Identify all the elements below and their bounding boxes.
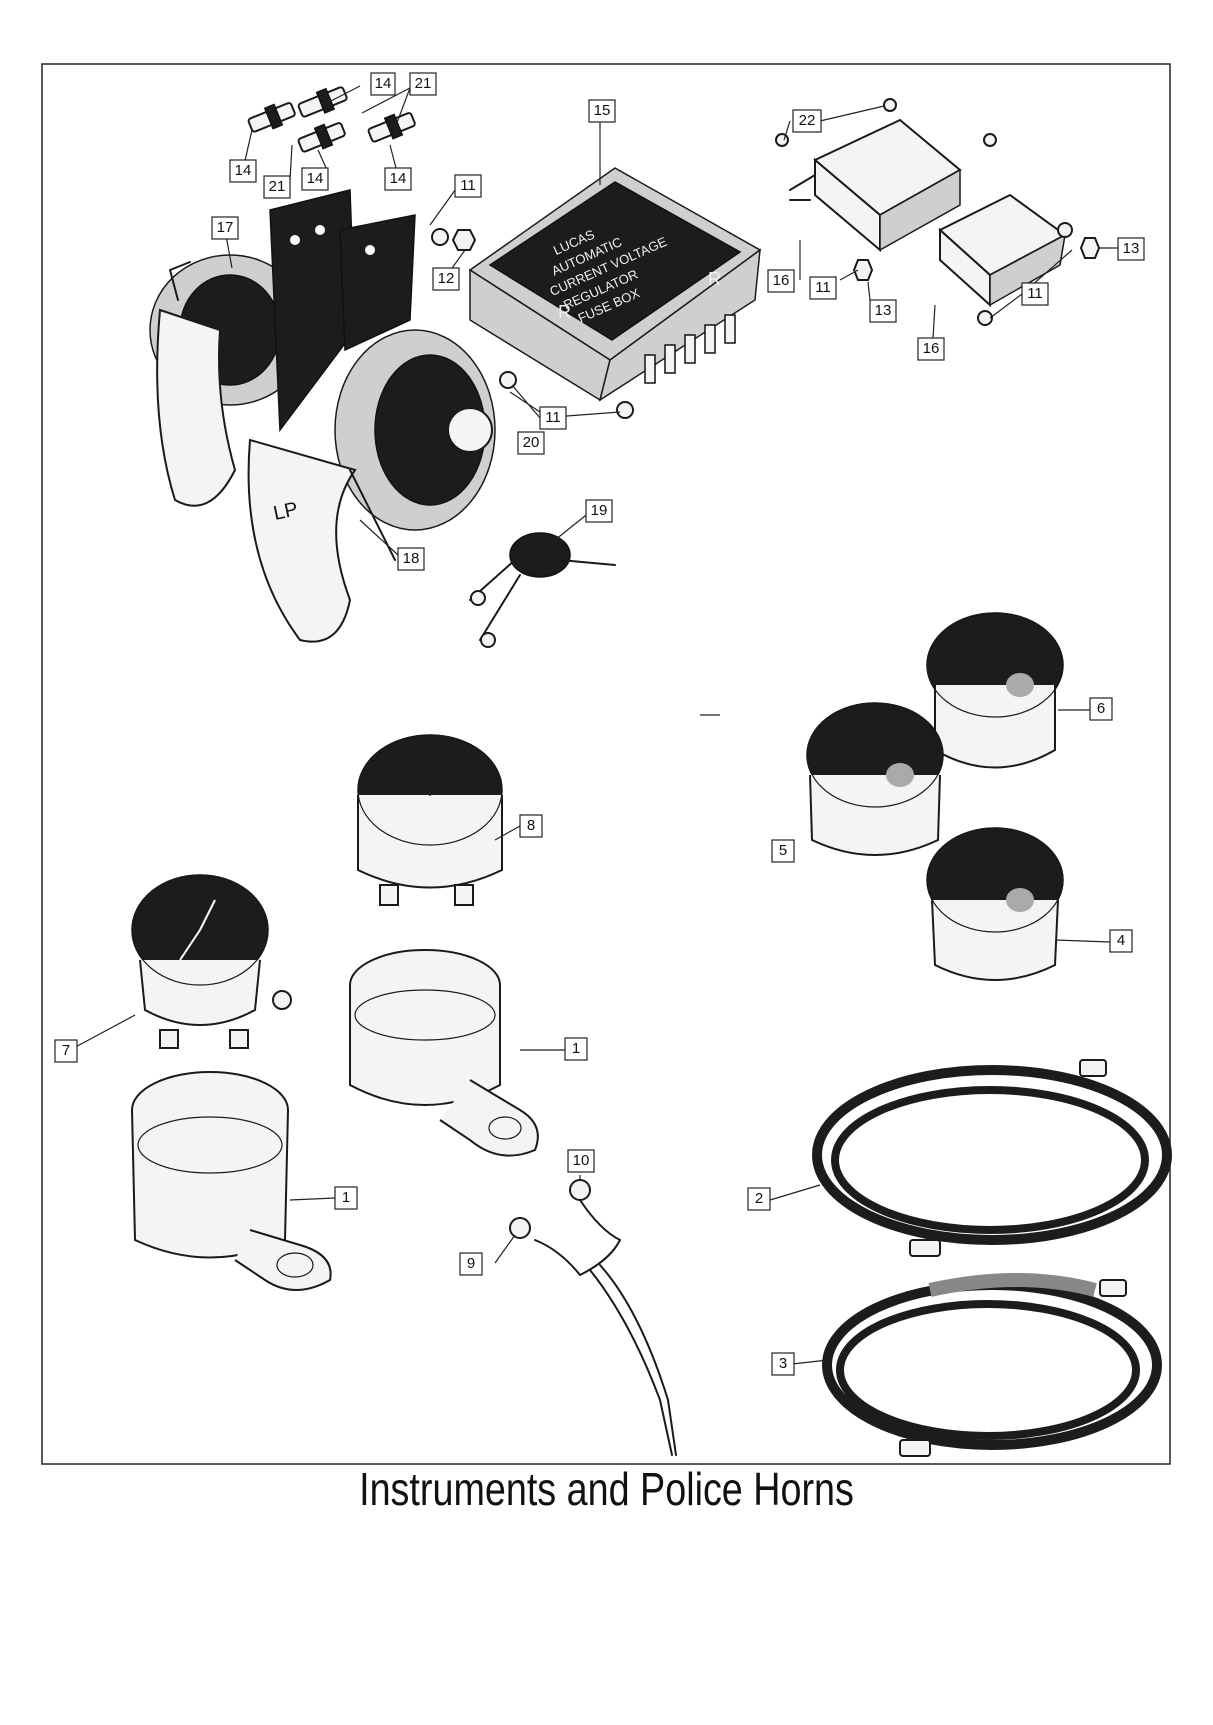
horn-nuts bbox=[431, 228, 477, 251]
svg-text:2: 2 bbox=[755, 1190, 763, 1207]
drive-cable-2 bbox=[812, 1059, 1172, 1257]
callout-5: 5 bbox=[771, 839, 795, 863]
control-box-mark-left: R bbox=[558, 302, 571, 322]
svg-text:11: 11 bbox=[545, 409, 561, 426]
svg-text:14: 14 bbox=[375, 75, 392, 92]
svg-text:14: 14 bbox=[307, 170, 324, 187]
callout-2: 2 bbox=[747, 1187, 771, 1211]
callout-11a: 11 bbox=[454, 174, 482, 198]
callout-16a: 16 bbox=[767, 269, 795, 293]
gauge-5 bbox=[806, 702, 944, 856]
svg-text:3: 3 bbox=[779, 1355, 787, 1372]
terminal-studs bbox=[247, 86, 416, 153]
svg-text:12: 12 bbox=[438, 270, 455, 287]
panel-lamps bbox=[509, 1179, 677, 1456]
relay-16-upper bbox=[789, 118, 962, 253]
callout-14c: 14 bbox=[301, 167, 329, 191]
diagram-frame bbox=[41, 63, 1171, 1465]
mounting-cup-upper bbox=[349, 949, 539, 1157]
svg-text:16: 16 bbox=[773, 272, 790, 289]
callout-7: 7 bbox=[54, 1039, 78, 1063]
callout-14a: 14 bbox=[370, 72, 396, 96]
svg-text:13: 13 bbox=[875, 302, 892, 319]
callout-13a: 13 bbox=[869, 299, 897, 323]
svg-text:6: 6 bbox=[1097, 700, 1105, 717]
callout-6: 6 bbox=[1089, 697, 1113, 721]
callout-8: 8 bbox=[519, 814, 543, 838]
callout-16b: 16 bbox=[917, 337, 945, 361]
callout-11b: 11 bbox=[539, 406, 567, 430]
svg-text:19: 19 bbox=[591, 502, 608, 519]
control-box-mark-right: R bbox=[708, 269, 721, 289]
control-box-15: LUCAS AUTOMATIC CURRENT VOLTAGE REGULATO… bbox=[468, 167, 762, 402]
svg-text:5: 5 bbox=[779, 842, 787, 859]
callout-21b: 21 bbox=[263, 175, 291, 199]
svg-text:9: 9 bbox=[467, 1255, 475, 1272]
svg-text:11: 11 bbox=[815, 279, 831, 296]
callout-15: 15 bbox=[588, 99, 616, 123]
svg-text:7: 7 bbox=[62, 1042, 70, 1059]
svg-text:20: 20 bbox=[523, 434, 540, 451]
svg-text:14: 14 bbox=[390, 170, 407, 187]
svg-text:15: 15 bbox=[594, 102, 611, 119]
svg-text:21: 21 bbox=[415, 75, 432, 92]
svg-text:22: 22 bbox=[799, 112, 816, 129]
svg-text:18: 18 bbox=[403, 550, 420, 567]
callout-3: 3 bbox=[771, 1352, 795, 1376]
drive-cable-3 bbox=[822, 1273, 1162, 1457]
callout-21a: 21 bbox=[409, 72, 437, 96]
callout-18: 18 bbox=[397, 547, 425, 571]
svg-text:8: 8 bbox=[527, 817, 535, 834]
callout-22: 22 bbox=[792, 109, 822, 133]
horn-assembly-17 bbox=[149, 254, 311, 507]
svg-text:10: 10 bbox=[573, 1152, 590, 1169]
relay-16-lower bbox=[938, 193, 1067, 308]
svg-text:21: 21 bbox=[269, 178, 286, 195]
callout-14b: 14 bbox=[229, 159, 257, 183]
callout-1b: 1 bbox=[334, 1186, 358, 1210]
svg-text:17: 17 bbox=[217, 219, 234, 236]
callout-9: 9 bbox=[459, 1252, 483, 1276]
horn-bracket-plates bbox=[269, 189, 416, 433]
callout-1a: 1 bbox=[564, 1037, 588, 1061]
svg-text:1: 1 bbox=[572, 1040, 580, 1057]
svg-text:14: 14 bbox=[235, 162, 252, 179]
gauge-4 bbox=[926, 827, 1064, 981]
gauge-8 bbox=[357, 734, 503, 906]
svg-text:1: 1 bbox=[342, 1189, 350, 1206]
switch-19 bbox=[469, 532, 616, 648]
callout-19: 19 bbox=[585, 499, 613, 523]
svg-text:16: 16 bbox=[923, 340, 940, 357]
relay-fixings bbox=[775, 98, 1101, 326]
figure-caption: Instruments and Police Horns bbox=[359, 1463, 854, 1515]
callout-11d: 11 bbox=[1021, 282, 1049, 306]
gauge-6 bbox=[926, 612, 1064, 769]
screws-20 bbox=[499, 371, 634, 419]
callout-17: 17 bbox=[211, 216, 239, 240]
svg-text:11: 11 bbox=[460, 177, 476, 194]
callout-14d: 14 bbox=[384, 167, 412, 191]
mounting-cup-lower bbox=[131, 1071, 332, 1291]
gauge-7 bbox=[131, 874, 292, 1049]
callout-12: 12 bbox=[432, 267, 460, 291]
svg-text:13: 13 bbox=[1123, 240, 1140, 257]
callout-20: 20 bbox=[517, 431, 545, 455]
callout-10: 10 bbox=[567, 1149, 595, 1173]
svg-text:11: 11 bbox=[1027, 285, 1043, 302]
horn-assembly-18: LP bbox=[247, 329, 496, 643]
callout-4: 4 bbox=[1109, 929, 1133, 953]
callout-13b: 13 bbox=[1117, 237, 1145, 261]
horn-mark: LP bbox=[271, 498, 300, 525]
svg-text:4: 4 bbox=[1117, 932, 1125, 949]
callout-11c: 11 bbox=[809, 276, 837, 300]
